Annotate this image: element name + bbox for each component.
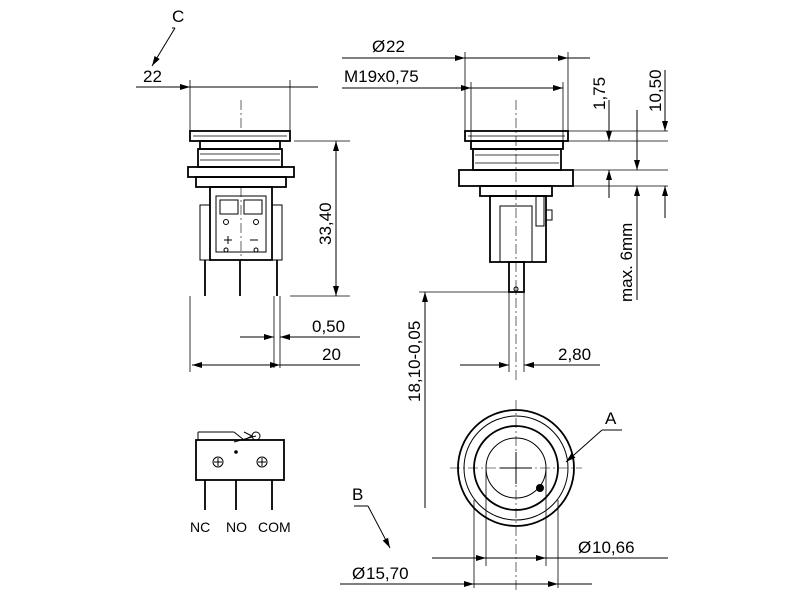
dim-thread: M19x0,75 <box>344 67 419 86</box>
terminal-label-com: COM <box>258 519 291 535</box>
dim-diameter-body: 15,70 <box>366 564 409 583</box>
dim-max-depth: max. 6mm <box>617 223 636 302</box>
dim-side-width-top: 22 <box>143 67 162 86</box>
view-label-b: B <box>352 485 363 504</box>
dim-diameter-lens: 10,66 <box>592 538 635 557</box>
switch-schematic: NC NO COM <box>190 431 291 535</box>
bottom-view: A Ø 10,66 Ø 15,70 B <box>340 400 668 590</box>
dim-diameter-lens-sym: Ø <box>578 538 591 557</box>
view-label-c: C <box>172 7 184 26</box>
dim-front-diameter-sym: Ø <box>372 37 385 56</box>
dim-height: 33,40 <box>316 202 335 245</box>
terminal-label-nc: NC <box>190 519 210 535</box>
dim-total-top-h: 10,50 <box>646 69 665 112</box>
dim-flange-h: 1,75 <box>590 77 609 110</box>
dim-terminal-length: 18,10-0,05 <box>405 321 424 402</box>
dim-body-width: 20 <box>322 345 341 364</box>
dim-terminal-thickness: 0,50 <box>312 317 345 336</box>
side-view: 22 C 33,40 0,50 20 <box>136 7 360 372</box>
dim-diameter-body-sym: Ø <box>352 564 365 583</box>
dim-terminal-width: 2,80 <box>558 345 591 364</box>
dim-front-diameter: 22 <box>386 37 405 56</box>
front-view: Ø 22 M19x0,75 1,75 max. 6mm 10,50 18,10-… <box>342 37 668 508</box>
detail-label-a: A <box>605 409 617 428</box>
terminal-label-no: NO <box>226 519 247 535</box>
